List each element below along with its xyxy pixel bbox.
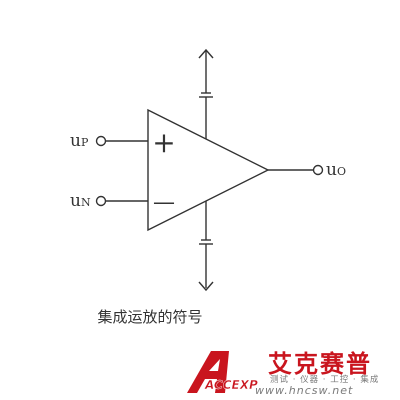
input-p-terminal — [95, 135, 107, 147]
positive-supply — [198, 48, 214, 139]
op-amp-triangle — [147, 108, 270, 232]
diagram-caption: 集成运放的符号 — [97, 308, 203, 326]
watermark-subtitle: 测试 · 仪器 · 工控 · 集成 — [270, 375, 380, 385]
input-n-terminal — [95, 195, 107, 207]
watermark-title: 艾克赛普 — [268, 350, 372, 378]
output-terminal — [312, 164, 324, 176]
minus-sign: — — [153, 190, 175, 215]
label-up: uP — [70, 131, 89, 151]
plus-sign: + — [152, 126, 175, 159]
negative-supply — [198, 201, 214, 292]
label-un: uN — [70, 191, 91, 211]
svg-text:ACCEXP: ACCEXP — [204, 378, 258, 392]
accexp-logo: ACCEXP — [187, 351, 258, 393]
watermark-url: www.hncsw.net — [255, 384, 354, 397]
label-uo: uO — [326, 160, 346, 180]
